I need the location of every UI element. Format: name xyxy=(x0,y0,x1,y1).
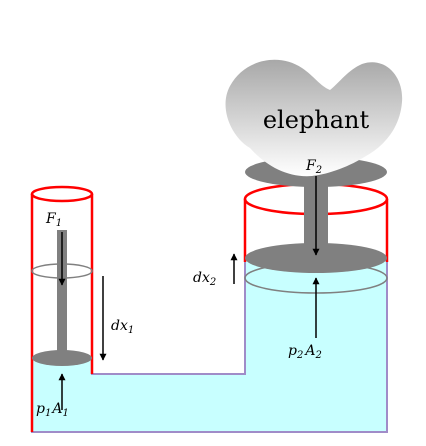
elephant-shape xyxy=(225,59,403,177)
dx1-label: dx1 xyxy=(111,318,134,336)
large-piston-head xyxy=(245,243,387,273)
small-cylinder xyxy=(30,185,94,432)
p1a1-label: p1A1 xyxy=(36,401,69,419)
f2-label: F2 xyxy=(305,158,322,176)
small-piston xyxy=(32,230,92,366)
small-cylinder-rim xyxy=(30,185,94,203)
f1-label: F1 xyxy=(45,211,62,229)
elephant-label: elephant xyxy=(263,106,370,134)
dx2-label: dx2 xyxy=(193,270,216,288)
